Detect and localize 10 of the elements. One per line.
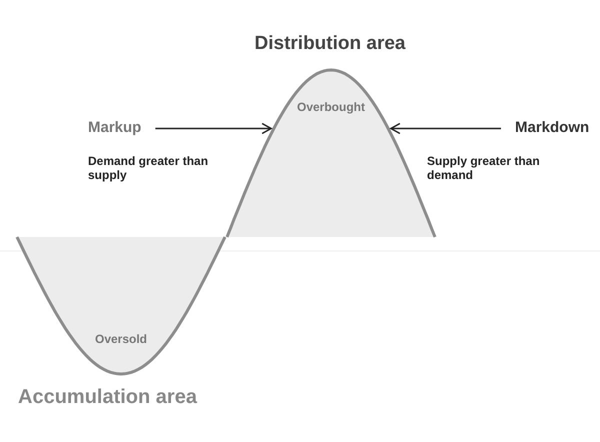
area-heading: Accumulation area — [18, 386, 198, 409]
region-label: Oversold — [94, 332, 148, 346]
note-text: Supply greater than demand — [427, 154, 541, 182]
markup-label: Markup — [88, 119, 142, 136]
area-heading: Distribution area — [254, 33, 406, 55]
note-text: Demand greater than supply — [88, 154, 210, 182]
arrow — [390, 122, 501, 134]
region-label: Overbought — [296, 100, 366, 114]
markdown-label: Markdown — [515, 119, 590, 136]
arrow — [155, 122, 272, 134]
